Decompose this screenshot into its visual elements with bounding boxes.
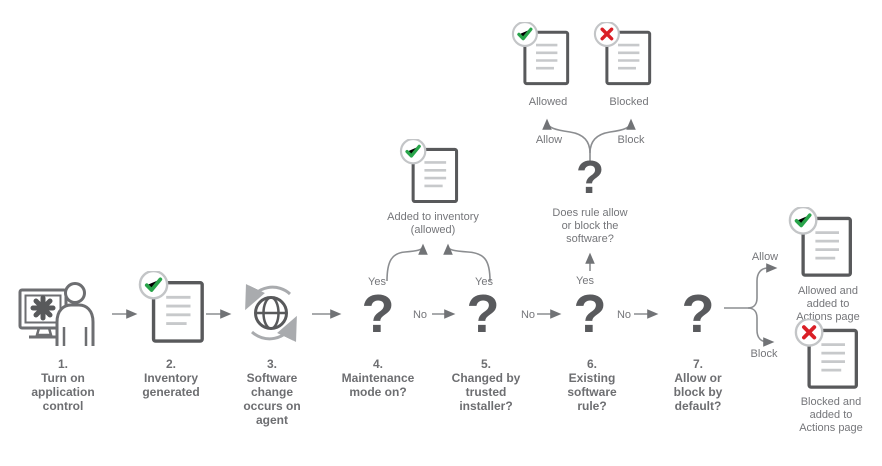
document-x-icon xyxy=(593,22,655,87)
step-number: 5. xyxy=(480,357,491,371)
no-label-maintenance: No xyxy=(412,309,428,321)
step-label-5: 5. Changed by trusted installer? xyxy=(434,357,538,413)
computer-user-icon xyxy=(18,282,95,346)
allow-label-default: Allow xyxy=(751,251,779,263)
step-text: Allow or block by default? xyxy=(673,371,723,413)
yes-label-maintenance: Yes xyxy=(368,276,386,288)
default-blocked-label: Blocked and added to Actions page xyxy=(799,396,863,434)
no-label-default: No xyxy=(616,309,632,321)
step-number: 7. xyxy=(692,357,703,371)
question-mark-icon-step4: ? xyxy=(361,284,395,344)
step-number: 1. xyxy=(57,357,68,371)
yes-label-rule: Yes xyxy=(576,275,594,287)
globe-sync-icon xyxy=(245,283,297,343)
document-check-icon xyxy=(138,271,208,345)
step-number: 3. xyxy=(266,357,277,371)
question-mark-icon-step5: ? xyxy=(466,284,500,344)
block-label-default: Block xyxy=(750,348,778,360)
rule-blocked-label: Blocked xyxy=(609,96,649,108)
step-number: 6. xyxy=(586,357,597,371)
rule-allowed-label: Allowed xyxy=(528,96,568,108)
step-label-3: 3. Software change occurs on agent xyxy=(220,357,324,427)
document-x-icon xyxy=(794,319,862,391)
no-label-installer: No xyxy=(520,309,536,321)
step-text: Changed by trusted installer? xyxy=(451,371,521,413)
document-check-icon xyxy=(788,207,856,279)
step-number: 2. xyxy=(165,357,176,371)
added-to-inventory-label: Added to inventory (allowed) xyxy=(387,211,479,236)
block-label-rule: Block xyxy=(617,134,645,146)
step-text: Inventory generated xyxy=(142,371,200,399)
step-text: Software change occurs on agent xyxy=(243,371,301,427)
allow-label-rule: Allow xyxy=(535,134,563,146)
step-number: 4. xyxy=(372,357,383,371)
question-mark-icon-step6: ? xyxy=(573,284,607,344)
step-label-6: 6. Existing software rule? xyxy=(540,357,644,413)
document-check-icon xyxy=(511,22,573,87)
yes-label-installer: Yes xyxy=(475,276,493,288)
question-mark-icon-step7: ? xyxy=(681,284,715,344)
step-text: Turn on application control xyxy=(31,371,95,413)
document-check-icon xyxy=(399,139,462,205)
step-text: Existing software rule? xyxy=(567,371,617,413)
step-label-4: 4. Maintenance mode on? xyxy=(326,357,430,399)
step-label-7: 7. Allow or block by default? xyxy=(646,357,750,413)
step-text: Maintenance mode on? xyxy=(341,371,415,399)
step-label-2: 2. Inventory generated xyxy=(119,357,223,399)
step-label-1: 1. Turn on application control xyxy=(11,357,115,413)
question-mark-icon-rule: ? xyxy=(575,151,605,203)
rule-question-label: Does rule allow or block the software? xyxy=(552,207,628,245)
